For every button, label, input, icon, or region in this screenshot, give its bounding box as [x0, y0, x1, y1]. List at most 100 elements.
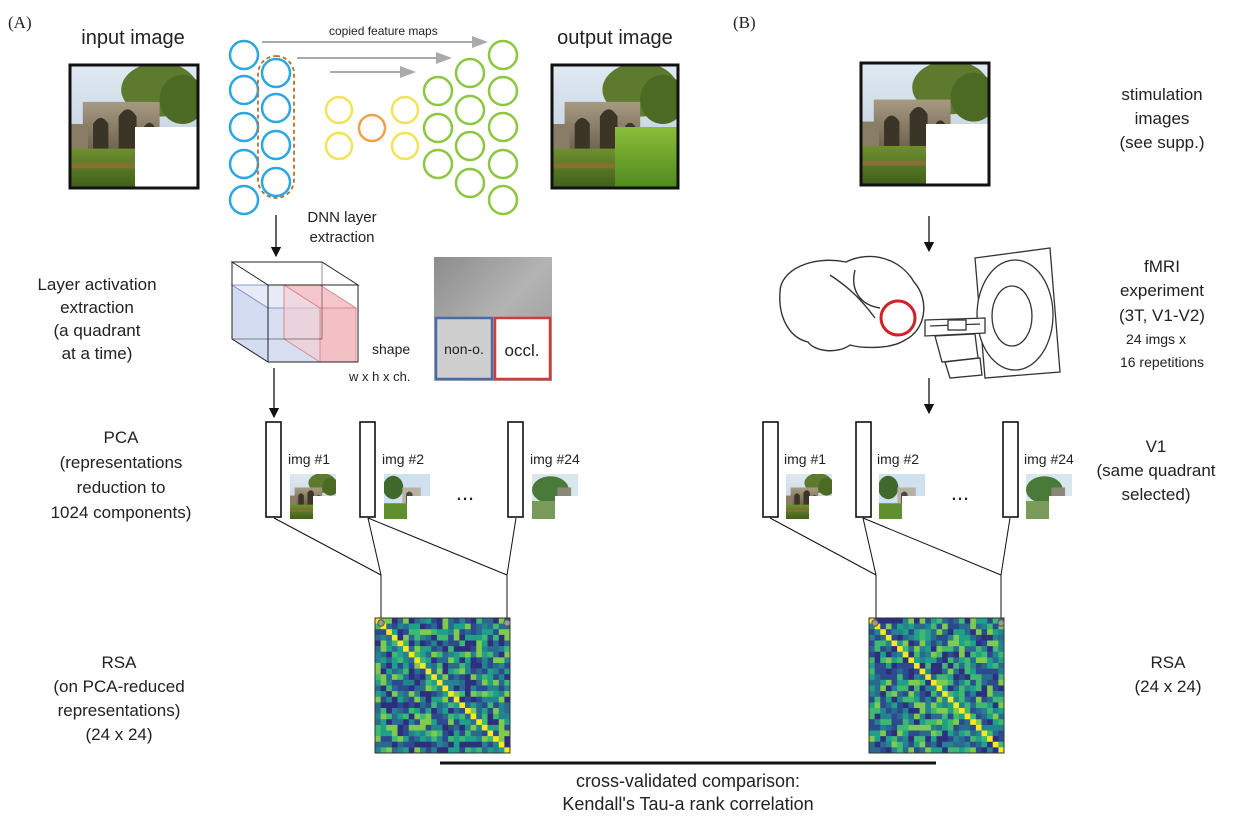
rsa-cell — [481, 747, 488, 754]
rsa-cell — [498, 663, 505, 669]
rsa-cell — [930, 747, 937, 754]
rsa-cell — [880, 618, 887, 624]
rsa-cell — [970, 713, 977, 720]
rsa-cell — [380, 730, 387, 737]
rsa-cell — [375, 708, 381, 714]
rsa-cell — [970, 629, 977, 636]
rsa-cell — [925, 674, 932, 681]
rsa-cell — [919, 708, 926, 714]
rsa-cell — [880, 623, 887, 630]
rsa-cell — [998, 679, 1005, 686]
rsa-cell — [914, 736, 920, 743]
rsa-cell — [992, 696, 999, 703]
rsa-cell — [964, 741, 971, 748]
rsa-cell — [436, 623, 443, 630]
rsa-cell — [998, 640, 1005, 647]
rsa-cell — [942, 668, 949, 675]
rsa-cell — [375, 685, 381, 692]
rsa-cell — [453, 668, 460, 675]
rsa-cell — [891, 713, 898, 720]
rsa-cell — [476, 702, 483, 709]
rsa-cell — [970, 708, 977, 714]
rsa-cell — [498, 651, 505, 658]
rsa-cell — [942, 623, 949, 630]
rsa-cell — [436, 741, 443, 748]
rsa-cell — [942, 747, 949, 754]
rsa-cell — [504, 646, 511, 653]
rsa-cell — [936, 696, 943, 703]
rsa-cell — [908, 651, 915, 658]
rsa-cell — [470, 747, 477, 754]
rsa-cell — [397, 736, 404, 743]
rsa-cell — [919, 730, 926, 737]
rsa-cell — [442, 713, 449, 720]
rsa-cell — [902, 736, 909, 743]
rsa-cell — [975, 634, 982, 641]
rsa-cell — [925, 719, 932, 726]
rsa-cell — [930, 691, 937, 698]
rsa-cell — [453, 685, 460, 692]
rsa-cell — [919, 674, 926, 681]
rsa-cell — [493, 730, 500, 737]
rsa-cell — [397, 713, 404, 720]
rsa-cell — [436, 713, 443, 720]
rsa-cell — [386, 713, 393, 720]
rsa-cell — [987, 741, 994, 748]
rsa-cell — [942, 708, 949, 714]
copied-feature-maps-label: copied feature maps — [329, 24, 438, 38]
rsa-cell — [498, 657, 505, 664]
rsa-cell — [436, 657, 443, 664]
rsa-cell — [487, 634, 494, 641]
rsa-cell — [403, 623, 410, 630]
rsa-cell — [465, 713, 471, 720]
rsa-cell — [987, 629, 994, 636]
rsa-cell — [481, 668, 488, 675]
rsa-cell — [504, 702, 511, 709]
rsa-cell — [391, 713, 398, 720]
rsa-cell — [375, 747, 381, 754]
rsa-cell — [493, 674, 500, 681]
rsa-cell — [504, 629, 511, 636]
rsa-cell — [380, 691, 387, 698]
rsa-cell — [992, 623, 999, 630]
rsa-cell — [453, 629, 460, 636]
rsa-cell — [391, 674, 398, 681]
rsa-cell — [420, 679, 426, 686]
rsa-cell — [930, 618, 937, 624]
dnn-layer-label-2: extraction — [309, 229, 374, 246]
rsa-cell — [375, 634, 381, 641]
rsa-cell — [908, 702, 915, 709]
rsa-cell — [408, 634, 415, 641]
rsa-cell — [386, 674, 393, 681]
rsa-cell — [869, 646, 875, 653]
rsa-cell — [902, 629, 909, 636]
rsa-cell — [998, 747, 1005, 754]
rsa-cell — [493, 618, 500, 624]
rsa-cell — [930, 719, 937, 726]
svg-text:fMRI: fMRI — [1144, 257, 1180, 276]
rsa-cell — [465, 618, 471, 624]
rsa-cell — [914, 623, 920, 630]
rsa-cell — [414, 702, 421, 709]
rsa-cell — [414, 618, 421, 624]
rsa-cell — [891, 629, 898, 636]
rsa-cell — [959, 668, 965, 675]
rsa-cell — [380, 674, 387, 681]
rsa-cell — [431, 646, 438, 653]
rsa-cell — [947, 646, 954, 653]
rsa-cell — [453, 702, 460, 709]
rsa-cell — [448, 696, 455, 703]
rsa-cell — [476, 629, 483, 636]
rsa-cell — [942, 663, 949, 669]
rsa-cell — [420, 691, 426, 698]
rsa-cell — [397, 724, 404, 731]
rsa-cell — [459, 640, 466, 647]
rsa-cell — [493, 696, 500, 703]
rsa-cell — [925, 713, 932, 720]
rsa-cell — [987, 685, 994, 692]
rsa-cell — [431, 713, 438, 720]
rsa-cell — [947, 634, 954, 641]
rsa-cell — [386, 679, 393, 686]
rsa-cell — [874, 629, 881, 636]
rsa-cell — [953, 663, 960, 669]
